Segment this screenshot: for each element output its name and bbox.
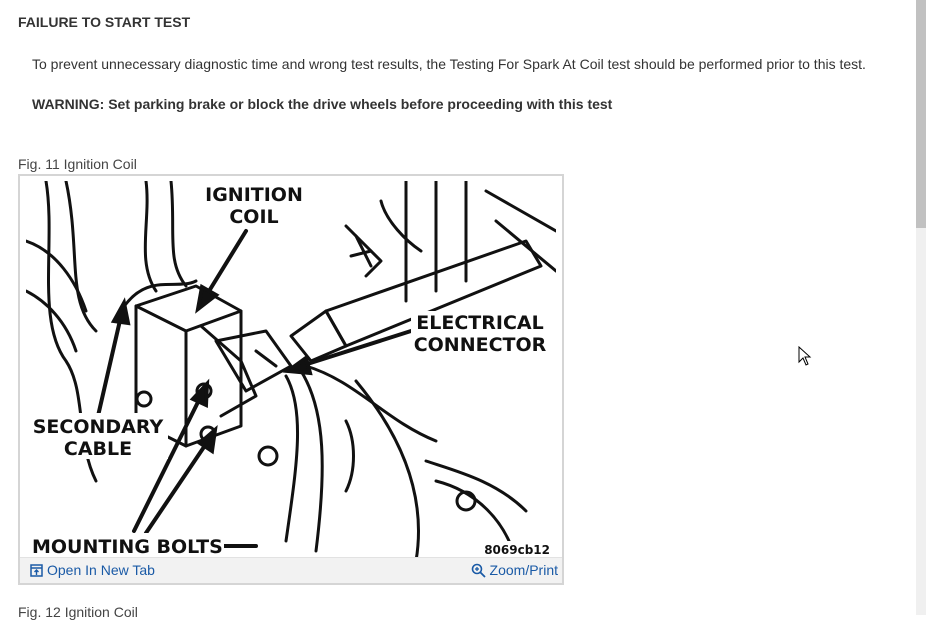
figure-caption: Fig. 11 Ignition Coil — [18, 156, 137, 172]
label-ignition: IGNITION — [205, 184, 303, 206]
figure-code: 8069cb12 — [484, 543, 550, 557]
open-new-tab-label: Open In New Tab — [47, 562, 155, 578]
open-new-tab-link[interactable]: Open In New Tab — [30, 562, 155, 578]
label-electrical: ELECTRICAL — [416, 312, 543, 334]
label-coil: COIL — [229, 206, 278, 228]
scrollbar-thumb[interactable] — [916, 0, 926, 228]
ignition-coil-diagram[interactable]: IGNITION COIL ELECTRICAL CONNECTOR SECON… — [26, 181, 556, 561]
label-mounting-bolts: MOUNTING BOLTS — [32, 536, 223, 558]
figure-toolbar: Open In New Tab Zoom/Print — [20, 557, 562, 583]
intro-paragraph: To prevent unnecessary diagnostic time a… — [32, 56, 866, 72]
label-cable: CABLE — [64, 438, 132, 460]
zoom-icon — [471, 563, 486, 578]
section-heading: FAILURE TO START TEST — [18, 14, 191, 30]
label-secondary: SECONDARY — [33, 416, 164, 438]
mouse-cursor-icon — [798, 346, 812, 366]
warning-text: WARNING: Set parking brake or block the … — [32, 96, 613, 112]
vertical-scrollbar[interactable] — [916, 0, 926, 615]
open-new-tab-icon — [30, 563, 43, 577]
figure-container: IGNITION COIL ELECTRICAL CONNECTOR SECON… — [18, 174, 564, 585]
next-figure-caption: Fig. 12 Ignition Coil — [18, 604, 138, 620]
label-connector: CONNECTOR — [414, 334, 547, 356]
zoom-print-label: Zoom/Print — [489, 562, 558, 578]
zoom-print-link[interactable]: Zoom/Print — [471, 562, 558, 578]
